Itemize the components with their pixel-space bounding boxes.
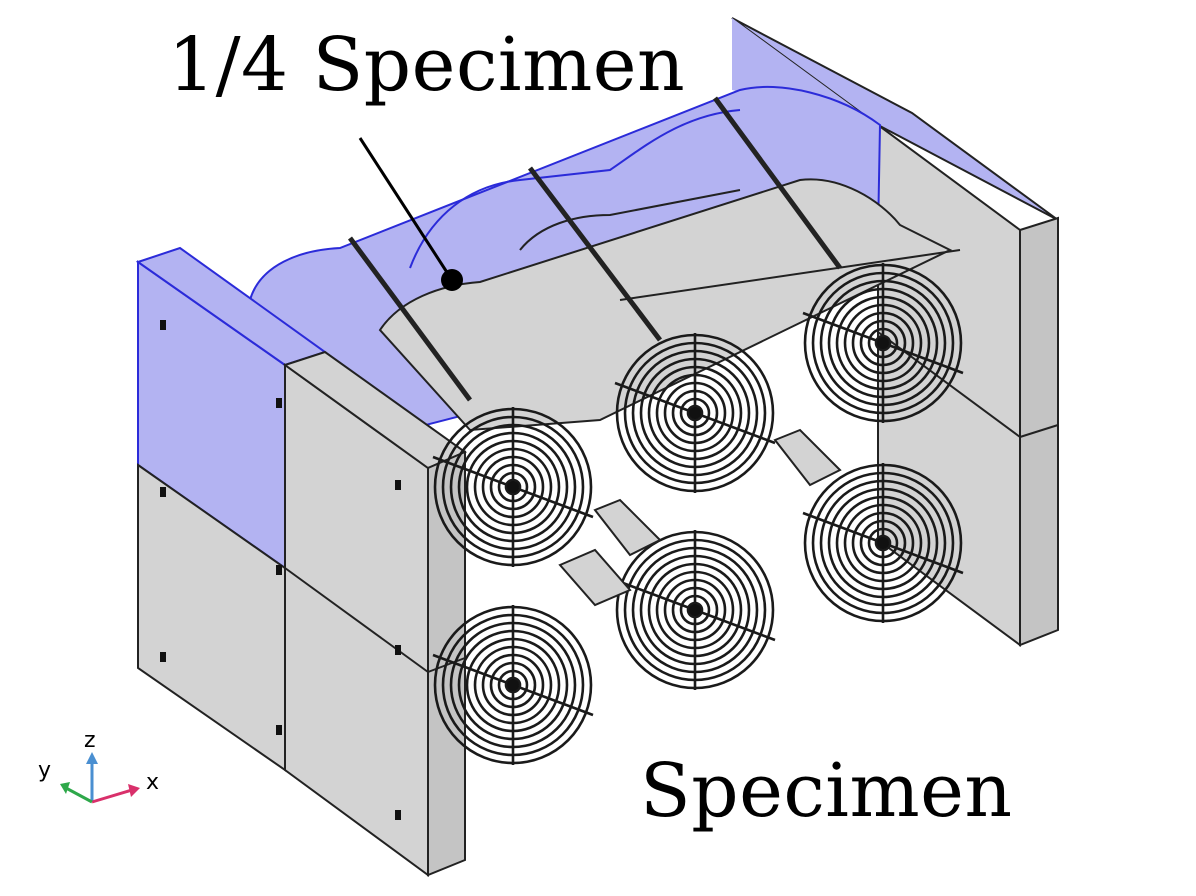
top-cylinder-bodies — [347, 96, 961, 432]
specimen-label: Specimen — [640, 748, 1013, 834]
axis-y-arrow — [65, 786, 93, 804]
coil-bottom-right — [802, 463, 964, 623]
axis-y-label: y — [38, 758, 52, 783]
quarter-specimen-label: 1/4 Specimen — [168, 22, 686, 108]
coil-bottom-middle — [614, 530, 776, 690]
front-end-plate — [135, 246, 468, 877]
axis-z-label: z — [84, 728, 96, 753]
axis-x-label: x — [146, 770, 160, 795]
connector-blocks — [558, 428, 842, 607]
axis-x-arrow — [91, 788, 133, 804]
axis-triad — [60, 752, 140, 804]
coil-array — [432, 263, 964, 765]
quarter-leader — [358, 137, 463, 291]
